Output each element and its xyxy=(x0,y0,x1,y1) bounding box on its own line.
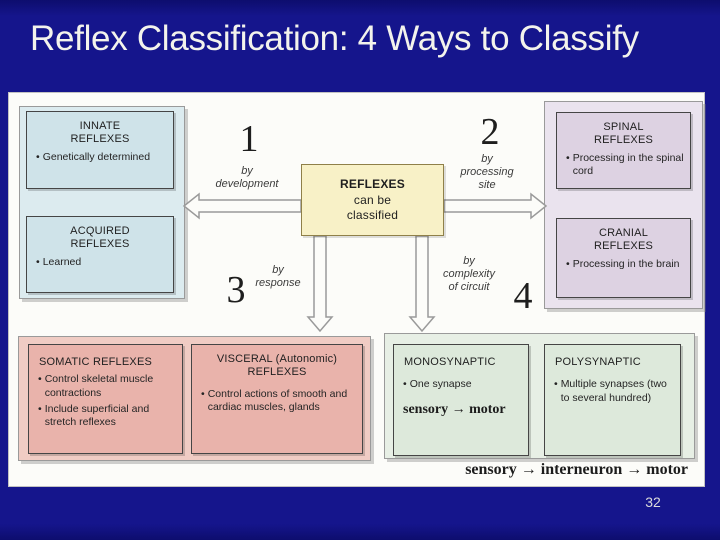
bullet-dot: • xyxy=(566,257,570,270)
bullet-item: • One synapse xyxy=(403,378,523,391)
innate-reflexes-box: INNATE REFLEXES • Genetically determined xyxy=(26,111,174,189)
bullet-dot: • xyxy=(36,150,40,163)
bullet-dot: • xyxy=(38,402,42,415)
box-title: INNATE REFLEXES xyxy=(70,120,130,146)
reflexes-center-box: REFLEXES can be classified xyxy=(301,164,444,236)
bullet-text: Processing in the spinal cord xyxy=(572,151,684,177)
bullet-text: Processing in the brain xyxy=(572,257,680,270)
bullet-text: Include superficial and stretch reflexes xyxy=(44,402,150,428)
acquired-reflexes-box: ACQUIRED REFLEXES • Learned xyxy=(26,216,174,293)
bullet-item: • Include superficial and stretch reflex… xyxy=(38,403,177,429)
visceral-reflexes-box: VISCERAL (Autonomic) REFLEXES • Control … xyxy=(191,344,363,454)
bullet-text: Control skeletal muscle contractions xyxy=(44,373,154,399)
bullet-dot: • xyxy=(403,378,407,391)
monosynaptic-box: MONOSYNAPTIC • One synapse sensory → mot… xyxy=(393,344,529,456)
bullet-text: One synapse xyxy=(409,378,472,391)
spinal-reflexes-box: SPINAL REFLEXES • Processing in the spin… xyxy=(556,112,691,189)
arrow-right-processing-site xyxy=(443,192,548,220)
bullet-item: • Genetically determined xyxy=(36,151,168,164)
bullet-text: Multiple synapses (two to several hundre… xyxy=(560,378,667,404)
arrow-left-development xyxy=(182,192,302,220)
bullet-dot: • xyxy=(554,378,558,391)
somatic-reflexes-box: SOMATIC REFLEXES • Control skeletal musc… xyxy=(28,344,183,454)
center-box-line2: classified xyxy=(346,208,399,223)
classifier-label-processing-site: by processing site xyxy=(460,153,514,191)
polysynaptic-box: POLYSYNAPTIC • Multiple synapses (two to… xyxy=(544,344,681,456)
classifier-number-4: 4 xyxy=(513,275,533,317)
monosynaptic-pathway-text: sensory → motor xyxy=(403,401,506,417)
bullet-dot: • xyxy=(36,255,40,268)
classifier-label-response: by response xyxy=(255,264,301,289)
classifier-label-development: by development xyxy=(215,165,279,190)
bullet-dot: • xyxy=(566,151,570,164)
classification-arrows xyxy=(182,192,548,333)
bullet-item: • Processing in the brain xyxy=(566,258,685,271)
box-title: VISCERAL (Autonomic) REFLEXES xyxy=(216,353,338,379)
bullet-text: Genetically determined xyxy=(42,150,151,163)
slide-title: Reflex Classification: 4 Ways to Classif… xyxy=(30,19,639,58)
bullet-dot: • xyxy=(201,387,205,400)
center-box-heading: REFLEXES xyxy=(340,177,405,191)
polysynaptic-pathway-text: sensory → interneuron → motor xyxy=(465,461,688,478)
classifier-label-circuit: by complexity of circuit xyxy=(443,255,495,293)
bullet-item: • Learned xyxy=(36,256,168,269)
box-title: CRANIAL REFLEXES xyxy=(593,227,654,253)
box-title: SPINAL REFLEXES xyxy=(593,121,654,147)
reflex-classification-diagram: INNATE REFLEXES • Genetically determined… xyxy=(8,92,705,487)
classifier-number-3: 3 xyxy=(226,269,246,311)
slide-page-number: 32 xyxy=(645,494,661,510)
box-title: ACQUIRED REFLEXES xyxy=(70,225,130,251)
bullet-dot: • xyxy=(38,373,42,386)
arrow-down-circuit xyxy=(408,235,436,333)
bullet-item: • Control skeletal muscle contractions xyxy=(38,373,177,399)
box-title: POLYSYNAPTIC xyxy=(555,356,641,368)
box-title: SOMATIC REFLEXES xyxy=(39,356,153,368)
cranial-reflexes-box: CRANIAL REFLEXES • Processing in the bra… xyxy=(556,218,691,298)
arrow-down-response xyxy=(306,235,334,333)
box-title: MONOSYNAPTIC xyxy=(404,356,496,368)
classifier-number-2: 2 xyxy=(480,111,500,153)
center-box-line1: can be xyxy=(353,192,392,207)
bullet-item: • Control actions of smooth and cardiac … xyxy=(201,388,357,414)
classifier-number-1: 1 xyxy=(239,118,259,160)
bullet-text: Learned xyxy=(42,255,82,268)
bullet-item: • Multiple synapses (two to several hund… xyxy=(554,378,675,404)
bullet-text: Control actions of smooth and cardiac mu… xyxy=(207,387,348,413)
bullet-item: • Processing in the spinal cord xyxy=(566,152,685,178)
